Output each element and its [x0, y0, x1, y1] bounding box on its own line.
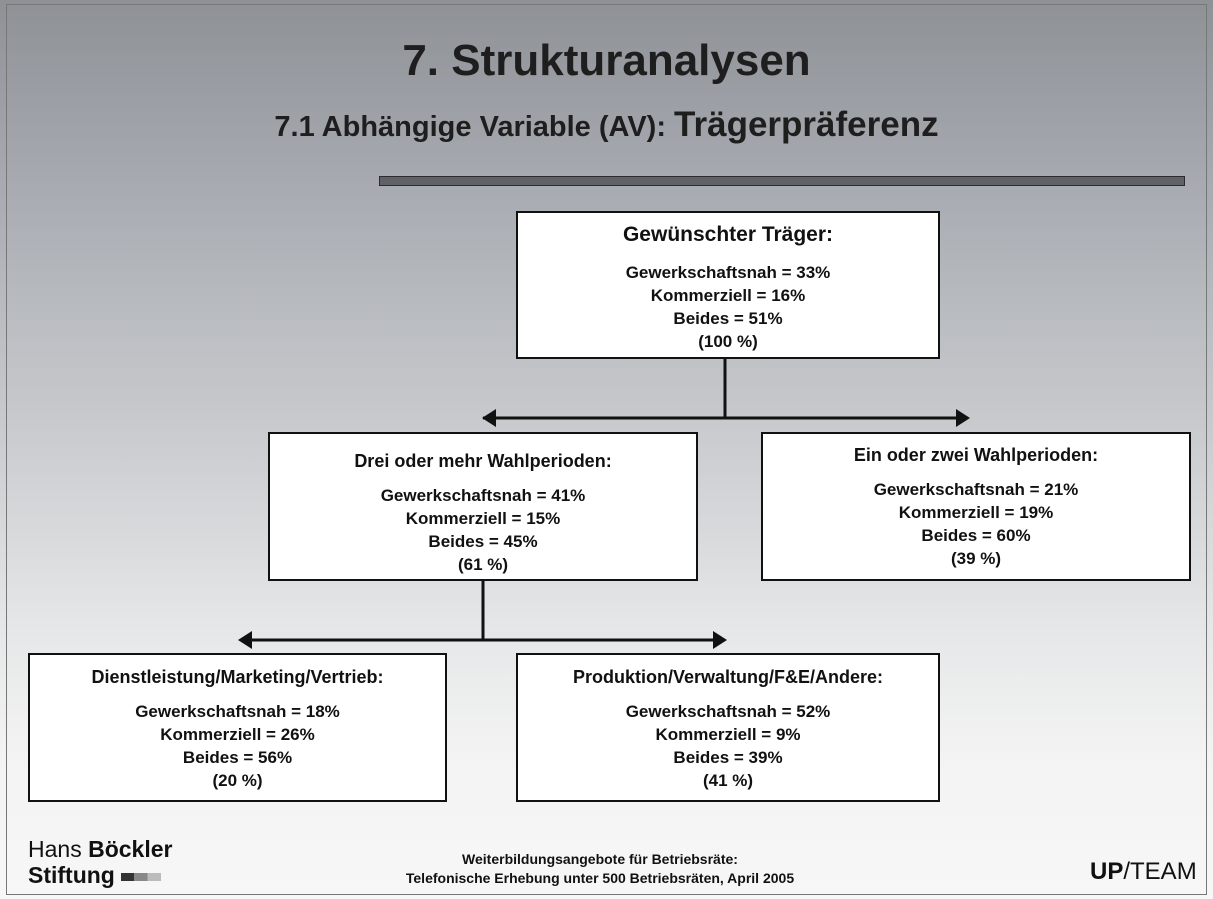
node-left-right-line: Kommerziell = 9%: [655, 725, 801, 744]
node-left-line: (61 %): [457, 555, 509, 574]
footer-line-1: Weiterbildungsangebote für Betriebsräte:: [462, 851, 738, 867]
node-right: Ein oder zwei Wahlperioden: Gewerkschaft…: [761, 432, 1191, 581]
logo-stiftung: Stiftung: [28, 862, 115, 888]
footer-caption: Weiterbildungsangebote für Betriebsräte:…: [320, 850, 880, 888]
node-left-right-line: Beides = 39%: [673, 748, 783, 767]
node-left-left-heading: Dienstleistung/Marketing/Vertrieb:: [91, 667, 384, 687]
node-left-left-line: Gewerkschaftsnah = 18%: [135, 702, 340, 721]
node-left-line: Gewerkschaftsnah = 41%: [380, 486, 586, 505]
upteam-logo: UP/TEAM: [1090, 858, 1197, 886]
node-right-line: Gewerkschaftsnah = 21%: [873, 480, 1079, 499]
node-left-right-heading: Produktion/Verwaltung/F&E/Andere:: [572, 667, 884, 687]
node-left-left-line: Kommerziell = 26%: [160, 725, 315, 744]
node-left-line: Beides = 45%: [428, 532, 538, 551]
node-right-line: Kommerziell = 19%: [898, 503, 1054, 522]
arrowhead-left-right-tip: [713, 631, 727, 649]
node-root-line: Gewerkschaftsnah = 33%: [625, 263, 831, 282]
logo-boeckler: Böckler: [88, 836, 173, 862]
node-left: Drei oder mehr Wahlperioden: Gewerkschaf…: [268, 432, 698, 581]
logo-up: UP: [1090, 858, 1124, 885]
node-root-line: (100 %): [698, 332, 758, 351]
subtitle-prefix: 7.1 Abhängige Variable (AV):: [274, 111, 675, 143]
slide-title: 7. Strukturanalysen: [402, 36, 811, 85]
footer-line-2: Telefonische Erhebung unter 500 Betriebs…: [405, 870, 795, 886]
node-left-right-line: Gewerkschaftsnah = 52%: [625, 702, 831, 721]
node-left-line: Kommerziell = 15%: [405, 509, 561, 528]
arrowhead-left-tip: [482, 409, 496, 427]
node-right-line: Beides = 60%: [921, 526, 1031, 545]
logo-hans: Hans: [28, 836, 89, 862]
node-root-heading: Gewünschter Träger:: [622, 223, 834, 246]
node-left-heading: Drei oder mehr Wahlperioden:: [354, 451, 612, 471]
node-root: Gewünschter Träger: Gewerkschaftsnah = 3…: [516, 211, 940, 359]
node-left-right-line: (41 %): [702, 771, 754, 790]
arrowhead-right-tip: [956, 409, 970, 427]
slide-subtitle: 7.1 Abhängige Variable (AV): Trägerpräfe…: [0, 105, 1213, 145]
node-right-line: (39 %): [950, 549, 1002, 568]
node-left-left: Dienstleistung/Marketing/Vertrieb: Gewer…: [28, 653, 447, 802]
node-right-heading: Ein oder zwei Wahlperioden:: [853, 445, 1099, 465]
logo-bar-icon: [120, 872, 161, 881]
logo-team: /TEAM: [1123, 858, 1197, 885]
subtitle-emphasis: Trägerpräferenz: [674, 105, 939, 144]
node-left-left-line: Beides = 56%: [182, 748, 293, 767]
node-root-line: Kommerziell = 16%: [650, 286, 806, 305]
node-root-line: Beides = 51%: [673, 309, 783, 328]
node-left-right: Produktion/Verwaltung/F&E/Andere: Gewerk…: [516, 653, 940, 802]
arrowhead-left-left-tip: [238, 631, 252, 649]
hans-boeckler-logo: Hans Böckler Stiftung: [28, 836, 172, 888]
node-left-left-line: (20 %): [212, 771, 263, 790]
title-divider-bar: [379, 176, 1185, 186]
